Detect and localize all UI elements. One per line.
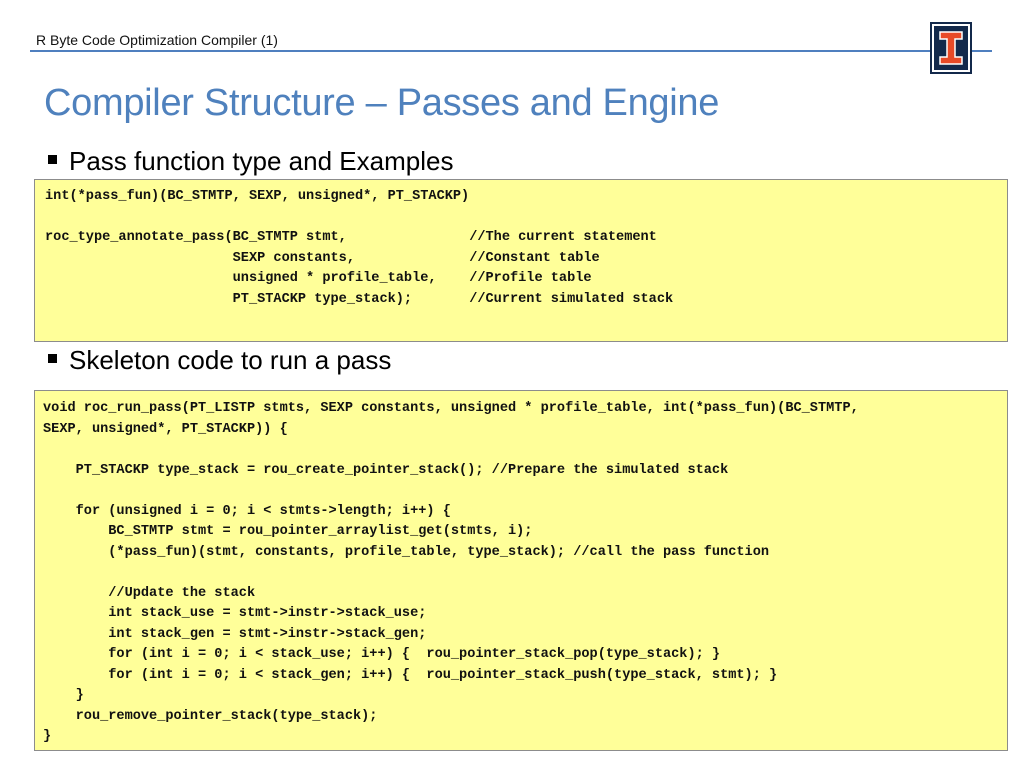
code-line: } [43, 729, 52, 744]
code-line: BC_STMTP stmt = rou_pointer_arraylist_ge… [43, 524, 533, 539]
code-line: SEXP constants, //Constant table [45, 250, 600, 266]
code-block-skeleton: void roc_run_pass(PT_LISTP stmts, SEXP c… [34, 390, 1008, 751]
code-line: rou_remove_pointer_stack(type_stack); [43, 708, 378, 724]
university-logo-icon [930, 22, 972, 74]
code-line: (*pass_fun)(stmt, constants, profile_tab… [43, 544, 770, 560]
code-line: int stack_use = stmt->instr->stack_use; [43, 606, 427, 621]
code-line: } [43, 688, 84, 703]
code-line: SEXP, unsigned*, PT_STACKP)) { [43, 421, 288, 437]
code-line: for (int i = 0; i < stack_use; i++) { ro… [43, 647, 721, 662]
code-line: for (int i = 0; i < stack_gen; i++) { ro… [43, 667, 778, 683]
bullet-square-icon [48, 154, 57, 164]
bullet-square-icon [48, 353, 57, 363]
slide-header: R Byte Code Optimization Compiler (1) [36, 32, 278, 48]
code-line: int stack_gen = stmt->instr->stack_gen; [43, 626, 427, 642]
code-line: int(*pass_fun)(BC_STMTP, SEXP, unsigned*… [45, 189, 470, 204]
code-line: PT_STACKP type_stack); //Current simulat… [45, 291, 674, 307]
bullet-skeleton-code: Skeleton code to run a pass [48, 345, 391, 376]
code-line: roc_type_annotate_pass(BC_STMTP stmt, //… [45, 230, 657, 245]
code-line: void roc_run_pass(PT_LISTP stmts, SEXP c… [43, 401, 859, 416]
bullet-text: Pass function type and Examples [69, 146, 454, 176]
code-lines-skeleton: void roc_run_pass(PT_LISTP stmts, SEXP c… [35, 391, 1007, 748]
code-lines-pass-type: int(*pass_fun)(BC_STMTP, SEXP, unsigned*… [35, 180, 1007, 310]
bullet-pass-function: Pass function type and Examples [48, 146, 453, 177]
code-block-pass-type: int(*pass_fun)(BC_STMTP, SEXP, unsigned*… [34, 179, 1008, 342]
bullet-text: Skeleton code to run a pass [69, 345, 392, 375]
header-divider [30, 50, 992, 52]
code-line: unsigned * profile_table, //Profile tabl… [45, 271, 592, 286]
slide-title: Compiler Structure – Passes and Engine [44, 82, 720, 124]
code-line: //Update the stack [43, 585, 256, 601]
code-line: for (unsigned i = 0; i < stmts->length; … [43, 503, 451, 519]
code-line: PT_STACKP type_stack = rou_create_pointe… [43, 462, 729, 478]
